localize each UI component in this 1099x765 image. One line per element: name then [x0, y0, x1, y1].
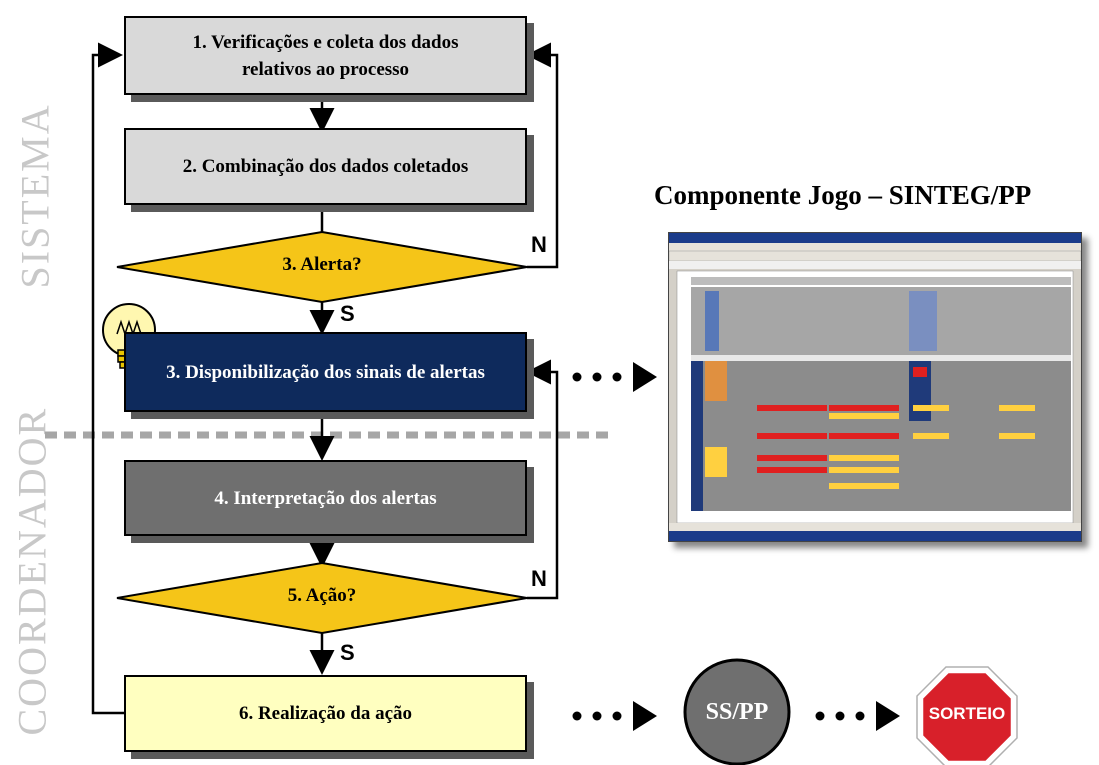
decision-diamond-alerta [116, 230, 528, 304]
spreadsheet-screenshot [668, 232, 1082, 542]
step-4-box: 4. Interpretação dos alertas [124, 460, 527, 536]
decision-diamond-acao [116, 561, 528, 635]
step-6-box: 6. Realização da ação [124, 675, 527, 752]
component-title: Componente Jogo – SINTEG/PP [654, 180, 1032, 210]
stop-sign-icon [916, 666, 1018, 765]
dotted-arrow-to-stop [815, 701, 900, 731]
step-2-label: 2. Combinação dos dados coletados [182, 156, 469, 177]
ss-pp-label: SS/PP [705, 699, 769, 725]
step-5-decision-label: 5. Ação? [287, 585, 357, 606]
step-2-box: 2. Combinação dos dados coletados [124, 128, 527, 205]
step-4-label: 4. Interpretação dos alertas [214, 487, 437, 509]
branch-yes-1: S [340, 301, 355, 326]
dotted-arrow-to-circle [572, 701, 657, 731]
step-3-decision-label: 3. Alerta? [282, 254, 362, 275]
stop-sign-label: SORTEIO [928, 704, 1006, 723]
branch-yes-2: S [340, 640, 355, 665]
step-6-label: 6. Realização da ação [238, 703, 413, 724]
step-1-box: 1. Verificações e coleta dos dados relat… [124, 16, 527, 95]
step-1-label: 1. Verificações e coleta dos dados relat… [192, 31, 459, 80]
dotted-arrow-to-sheet [572, 362, 657, 392]
branch-no-2: N [531, 566, 547, 591]
step-3-availability-label: 3. Disponibilização dos sinais de alerta… [166, 361, 485, 383]
branch-no-1: N [531, 232, 547, 257]
step-3-availability-box: 3. Disponibilização dos sinais de alerta… [124, 332, 527, 412]
spreadsheet-graphic [669, 233, 1081, 541]
ss-pp-circle [683, 658, 791, 765]
